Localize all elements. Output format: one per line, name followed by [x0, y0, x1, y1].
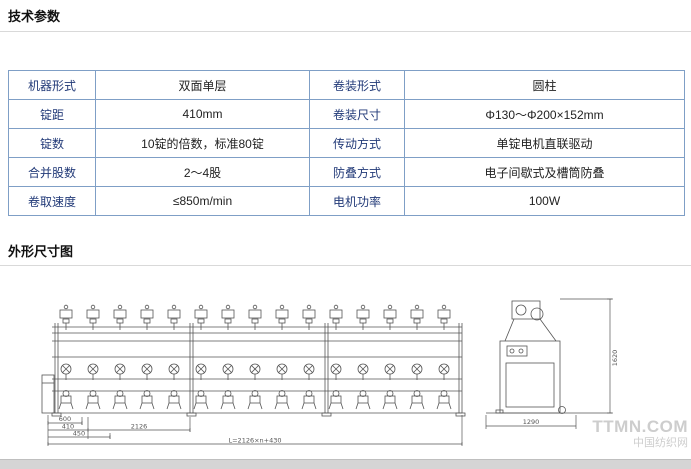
watermark-site-name: 中国纺织网: [633, 436, 688, 449]
param-value-cell: 双面单层: [95, 70, 310, 100]
table-row: 机器形式 双面单层 卷装形式 圆柱: [8, 70, 685, 100]
param-value-cell: Φ130～Φ200×152mm: [404, 99, 685, 129]
watermark: TTMN.COM 中国纺织网: [592, 417, 688, 449]
param-label-cell: 传动方式: [309, 128, 405, 158]
param-label-cell: 电机功率: [309, 186, 405, 216]
divider-middle: [0, 265, 691, 266]
dim-label-overall-length: L=2126×n+430: [228, 437, 281, 445]
dim-label-600: 600: [59, 415, 71, 423]
param-value-cell: 电子间歇式及槽筒防叠: [404, 157, 685, 187]
param-value-cell: 单锭电机直联驱动: [404, 128, 685, 158]
param-value-cell: 10锭的倍数，标准80锭: [95, 128, 310, 158]
spindle-heads: [59, 304, 451, 331]
base-units: [58, 390, 452, 410]
bobbin-row: [60, 363, 450, 381]
footer-bar: [0, 459, 691, 469]
param-label-cell: 卷装形式: [309, 70, 405, 100]
param-value-cell: ≤850m/min: [95, 186, 310, 216]
param-label-cell: 卷取速度: [8, 186, 96, 216]
side-view: [486, 300, 576, 414]
tech-params-table: 机器形式 双面单层 卷装形式 圆柱 锭距 410mm 卷装尺寸 Φ130～Φ20…: [8, 70, 685, 216]
dimension-lines: [47, 298, 613, 446]
param-label-cell: 锭数: [8, 128, 96, 158]
param-value-cell: 圆柱: [404, 70, 685, 100]
param-label-cell: 防叠方式: [309, 157, 405, 187]
dimension-labels: 600 410 2126 450 L=2126×n+430 1290 1620: [59, 350, 619, 445]
table-row: 锭数 10锭的倍数，标准80锭 传动方式 单锭电机直联驱动: [8, 128, 685, 158]
dim-label-2126: 2126: [131, 423, 148, 431]
table-row: 锭距 410mm 卷装尺寸 Φ130～Φ200×152mm: [8, 99, 685, 129]
dim-label-410: 410: [62, 423, 74, 431]
param-value-cell: 100W: [404, 186, 685, 216]
table-row: 卷取速度 ≤850m/min 电机功率 100W: [8, 186, 685, 216]
param-value-cell: 410mm: [95, 99, 310, 129]
param-label-cell: 卷装尺寸: [309, 99, 405, 129]
param-label-cell: 锭距: [8, 99, 96, 129]
watermark-site: TTMN.COM: [592, 417, 688, 436]
outline-diagram: 600 410 2126 450 L=2126×n+430 1290 1620: [41, 298, 619, 446]
dimensions-title: 外形尺寸图: [8, 244, 74, 259]
dim-label-450: 450: [73, 430, 85, 438]
divider-top: [0, 31, 691, 32]
dim-label-1290: 1290: [523, 418, 540, 426]
tech-params-title: 技术参数: [8, 9, 61, 24]
param-label-cell: 机器形式: [8, 70, 96, 100]
dim-label-1620: 1620: [611, 350, 619, 367]
param-value-cell: 2～4股: [95, 157, 310, 187]
param-label-cell: 合并股数: [8, 157, 96, 187]
table-row: 合并股数 2～4股 防叠方式 电子间歇式及槽筒防叠: [8, 157, 685, 187]
front-elevation: [41, 323, 466, 417]
